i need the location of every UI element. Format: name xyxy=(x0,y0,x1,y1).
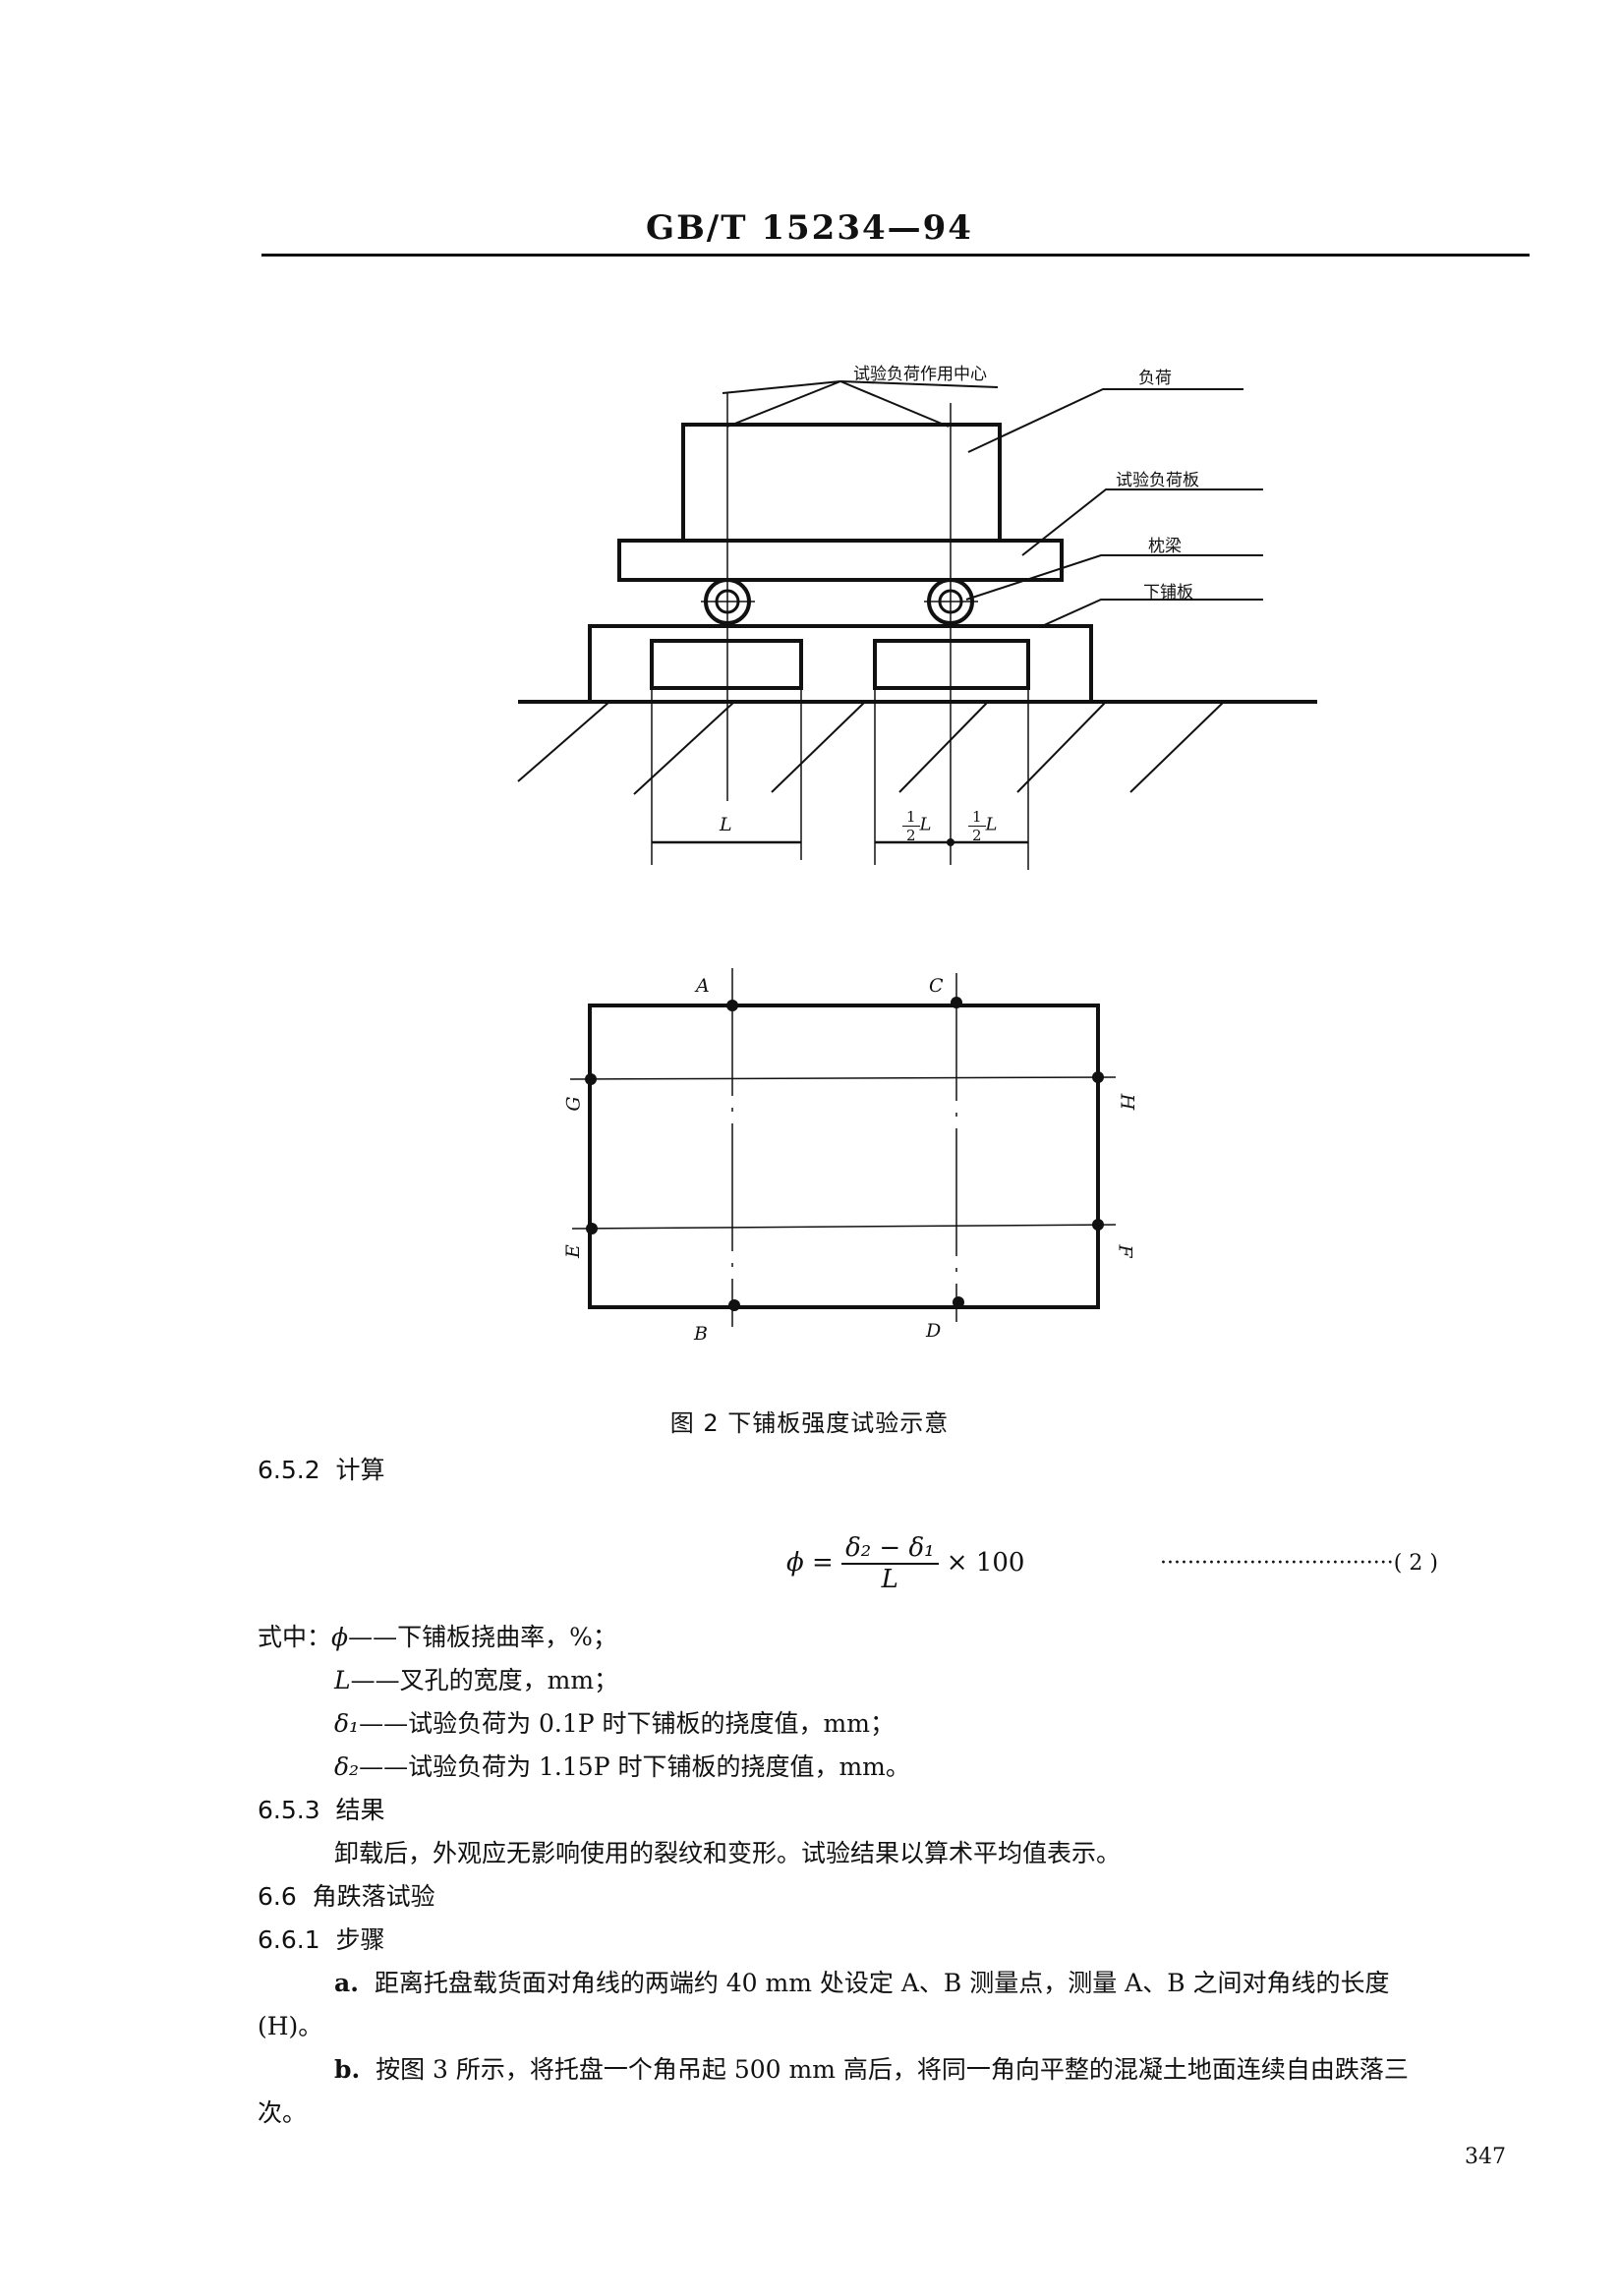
step-b: b. 按图 3 所示，将托盘一个角吊起 500 mm 高后，将同一角向平整的混凝… xyxy=(334,2055,1409,2084)
step-a: a. 距离托盘载货面对角线的两端约 40 mm 处设定 A、B 测量点，测量 A… xyxy=(334,1969,1390,1997)
figure-caption: 图 2 下铺板强度试验示意 xyxy=(669,1409,950,1437)
section-6-5-3: 6.5.3 结果 xyxy=(258,1796,385,1824)
label-bottom-deck: 下铺板 xyxy=(1143,583,1193,603)
formula-denominator: L xyxy=(881,1565,898,1594)
section-title: 计算 xyxy=(335,1456,385,1484)
header-rule xyxy=(261,254,1530,257)
section-number: 6.5.2 xyxy=(258,1456,320,1484)
formula-eq: = xyxy=(812,1548,834,1578)
section-6-5-2: 6.5.2 计算 xyxy=(258,1451,385,1486)
equation-number: ( 2 ) xyxy=(1393,1551,1438,1576)
formula-times: × 100 xyxy=(946,1548,1025,1578)
step-b-continued: 次。 xyxy=(258,2098,308,2127)
step-a-continued: (H)。 xyxy=(258,2012,323,2040)
side-view-diagram xyxy=(517,380,1317,870)
variable-delta1: δ₁——试验负荷为 0.1P 时下铺板的挠度值，mm； xyxy=(334,1709,895,1738)
result-text: 卸载后，外观应无影响使用的裂纹和变形。试验结果以算术平均值表示。 xyxy=(334,1839,1122,1867)
section-6-6: 6.6 角跌落试验 xyxy=(258,1882,435,1911)
point-H: H xyxy=(1116,1093,1138,1111)
formula-lhs: ϕ xyxy=(786,1548,804,1578)
page-number: 347 xyxy=(1465,2145,1506,2169)
formula-fraction: δ₂ − δ₁ L xyxy=(841,1533,939,1594)
formula-number: ··································( 2 ) xyxy=(1160,1551,1438,1576)
formula-leader: ·································· xyxy=(1160,1551,1394,1576)
point-G: G xyxy=(562,1096,585,1112)
point-E: E xyxy=(561,1244,584,1258)
formula-2: ϕ = δ₂ − δ₁ L × 100 xyxy=(786,1533,1024,1594)
point-B: B xyxy=(694,1323,708,1345)
point-A: A xyxy=(696,975,710,997)
point-C: C xyxy=(929,975,944,997)
label-sleeper-beam: 枕梁 xyxy=(1148,537,1182,556)
label-load-plate: 试验负荷板 xyxy=(1116,471,1199,490)
section-6-6-1: 6.6.1 步骤 xyxy=(258,1925,385,1954)
variable-delta2: δ₂——试验负荷为 1.15P 时下铺板的挠度值，mm。 xyxy=(334,1752,910,1781)
label-load-center: 试验负荷作用中心 xyxy=(853,365,987,384)
variable-phi: 式中：ϕ——下铺板挠曲率，%； xyxy=(258,1623,617,1651)
plan-view-diagram xyxy=(569,968,1117,1327)
point-D: D xyxy=(926,1320,942,1342)
dimension-L: L xyxy=(720,814,732,835)
variable-L: L——叉孔的宽度，mm； xyxy=(334,1666,619,1694)
point-F: F xyxy=(1114,1244,1136,1258)
standard-code: GB/T 15234—94 xyxy=(646,208,973,248)
formula-numerator: δ₂ − δ₁ xyxy=(841,1533,939,1565)
label-load: 负荷 xyxy=(1138,369,1172,388)
